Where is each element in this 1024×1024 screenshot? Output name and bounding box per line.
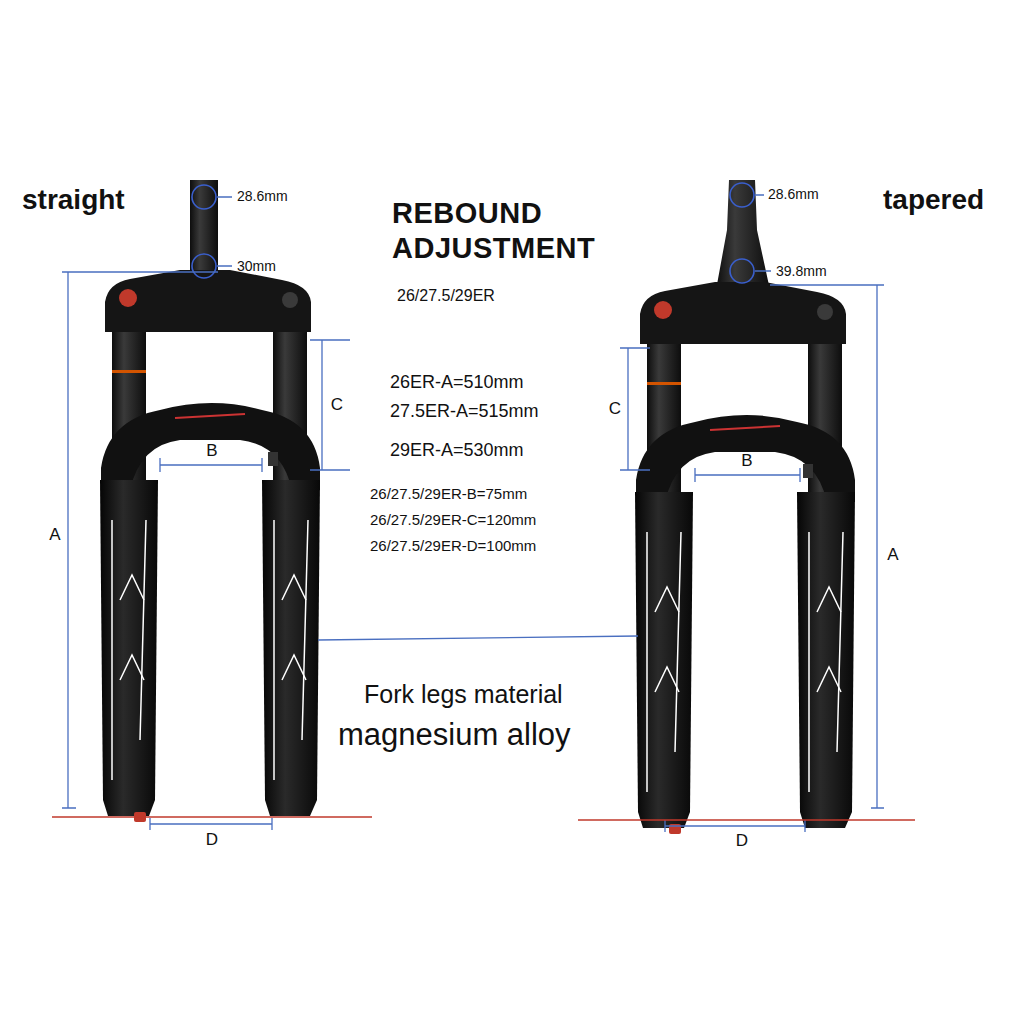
dimension-letter: B [741,451,752,471]
fork-body [100,270,320,822]
dimension-letter: A [49,525,60,545]
length-spec: 29ER-A=530mm [390,440,524,461]
dimension-lines [62,195,884,832]
dimension-letter: A [887,545,898,565]
diameter-label: 30mm [237,258,276,274]
diagram-title: REBOUND ADJUSTMENT [392,196,642,267]
diameter-label: 28.6mm [237,188,288,204]
diameter-markers [192,183,754,283]
tapered-steerer [716,180,770,290]
diameter-label: 28.6mm [768,186,819,202]
dimension-letter: B [206,441,217,461]
material-note: Fork legs material [364,680,563,709]
ground-lines [52,817,915,820]
fork-type-label: straight [22,184,125,216]
dimension-letter: D [736,831,748,851]
material-note: magnesium alloy [338,717,571,753]
dimension-spec: 26/27.5/29ER-D=100mm [370,537,536,554]
length-spec: 27.5ER-A=515mm [390,401,539,422]
length-spec: 26ER-A=510mm [390,372,524,393]
fork-type-label: tapered [883,184,984,216]
fork-body [635,282,855,834]
diameter-label: 39.8mm [776,263,827,279]
dimension-spec: 26/27.5/29ER-C=120mm [370,511,536,528]
dimension-letter: C [609,399,621,419]
dimension-letter: D [206,830,218,850]
wheel-size-label: 26/27.5/29ER [397,287,495,305]
dimension-spec: 26/27.5/29ER-B=75mm [370,485,527,502]
dimension-letter: C [331,395,343,415]
